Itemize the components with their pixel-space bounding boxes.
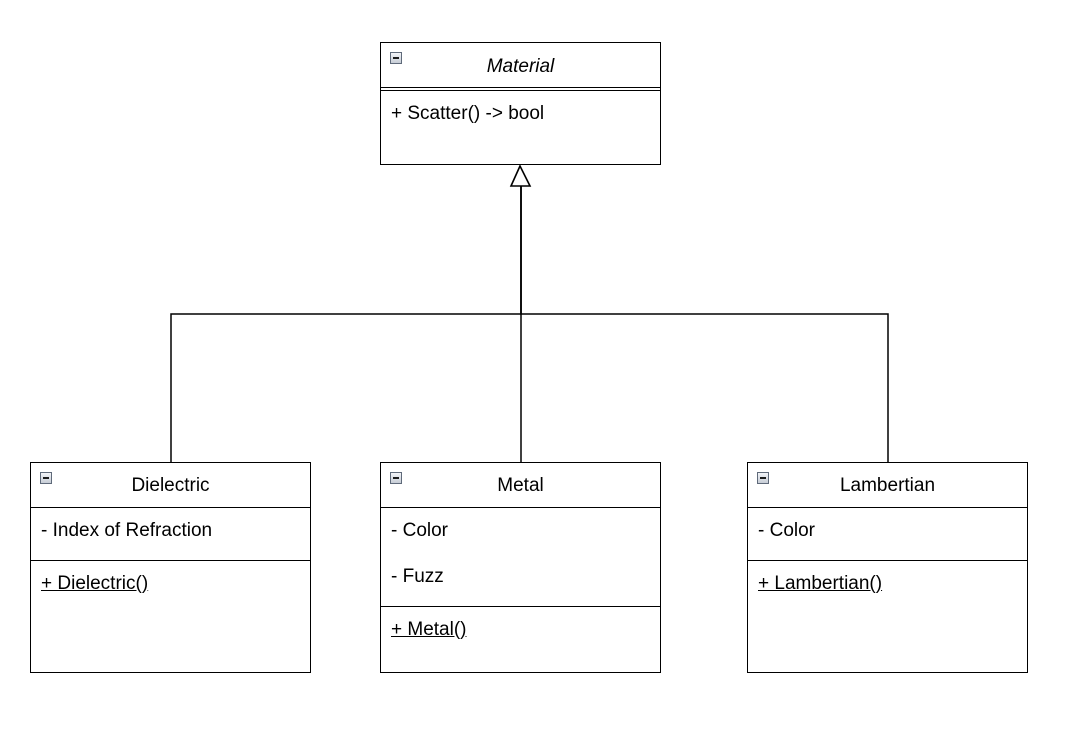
operation-scatter[interactable]: + Scatter() -> bool bbox=[391, 103, 545, 124]
inheritance-arrowhead bbox=[509, 164, 532, 187]
class-metal-header[interactable]: Metal bbox=[381, 463, 660, 508]
class-dielectric-attributes: - Index of Refraction bbox=[31, 508, 310, 561]
attribute-index-of-refraction[interactable]: - Index of Refraction bbox=[41, 520, 213, 541]
class-dielectric-name: Dielectric bbox=[131, 475, 210, 496]
attribute-color[interactable]: - Color bbox=[758, 520, 816, 541]
class-metal[interactable]: Metal - Color - Fuzz + Metal() bbox=[380, 462, 661, 673]
connector-dielectric-to-material bbox=[170, 186, 522, 463]
collapse-minus-icon[interactable] bbox=[390, 52, 402, 64]
attribute-color[interactable]: - Color bbox=[391, 520, 449, 541]
operation-dielectric-constructor[interactable]: + Dielectric() bbox=[41, 573, 149, 594]
class-dielectric[interactable]: Dielectric - Index of Refraction + Diele… bbox=[30, 462, 311, 673]
class-material-name: Material bbox=[486, 56, 555, 77]
class-lambertian-operations: + Lambertian() bbox=[748, 561, 1027, 595]
class-metal-attributes: - Color - Fuzz bbox=[381, 508, 660, 607]
class-metal-name: Metal bbox=[497, 475, 544, 496]
collapse-minus-icon[interactable] bbox=[390, 472, 402, 484]
class-material-operations: + Scatter() -> bool bbox=[381, 91, 660, 125]
operation-lambertian-constructor[interactable]: + Lambertian() bbox=[758, 573, 883, 594]
class-metal-operations: + Metal() bbox=[381, 607, 660, 641]
class-lambertian-name: Lambertian bbox=[839, 475, 936, 496]
class-lambertian-header[interactable]: Lambertian bbox=[748, 463, 1027, 508]
operation-metal-constructor[interactable]: + Metal() bbox=[391, 619, 467, 640]
class-dielectric-operations: + Dielectric() bbox=[31, 561, 310, 595]
attribute-fuzz[interactable]: - Fuzz bbox=[391, 566, 444, 587]
class-material[interactable]: Material + Scatter() -> bool bbox=[380, 42, 661, 165]
class-lambertian[interactable]: Lambertian - Color + Lambertian() bbox=[747, 462, 1028, 673]
connector-lambertian-to-material bbox=[520, 186, 889, 463]
class-lambertian-attributes: - Color bbox=[748, 508, 1027, 561]
class-dielectric-header[interactable]: Dielectric bbox=[31, 463, 310, 508]
class-material-header[interactable]: Material bbox=[381, 43, 660, 91]
collapse-minus-icon[interactable] bbox=[40, 472, 52, 484]
collapse-minus-icon[interactable] bbox=[757, 472, 769, 484]
